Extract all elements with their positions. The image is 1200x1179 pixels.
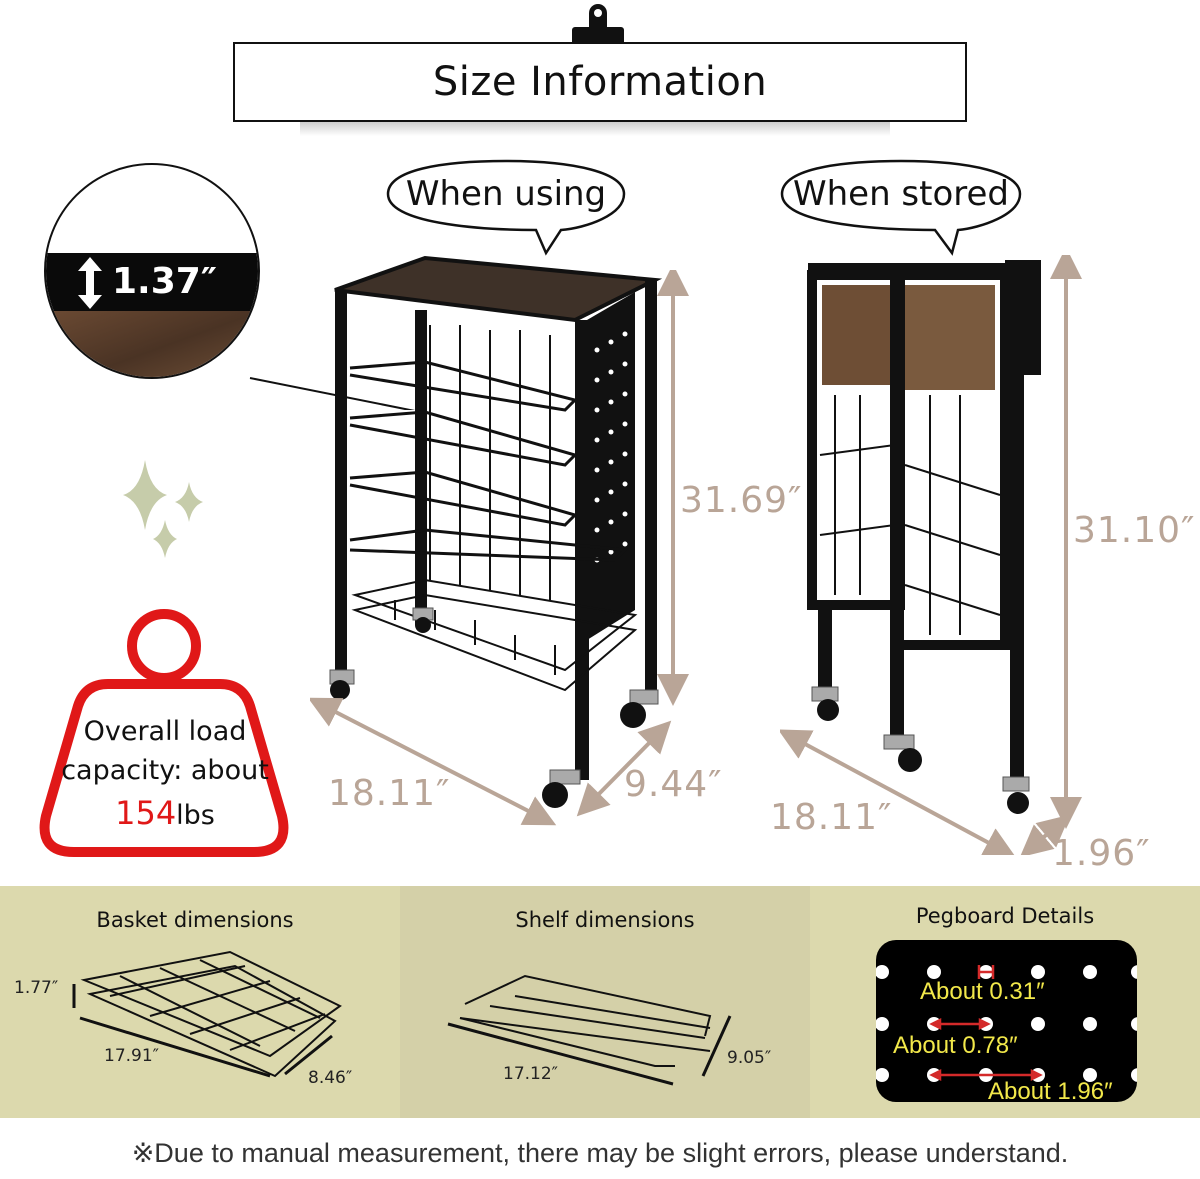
pegboard-hole-diameter-label: About 0.31″ (920, 978, 1045, 1005)
tabletop-thickness-label: 1.37″ (112, 261, 217, 302)
using-depth-label: 9.44″ (624, 764, 723, 805)
using-width-label: 18.11″ (328, 773, 451, 814)
shelf-width-label: 9.05″ (727, 1048, 772, 1068)
pegboard-double-spacing-label: About 1.96″ (988, 1078, 1113, 1102)
using-height-label: 31.69″ (680, 480, 803, 521)
basket-dimensions-panel: Basket dimensions 1.77″ 17.91″ 8.46″ (0, 886, 400, 1118)
basket-height-label: 1.77″ (14, 978, 59, 998)
pegboard-hole-spacing-label: About 0.78″ (893, 1032, 1018, 1059)
cart-using-illustration (329, 255, 663, 808)
page-title: Size Information (233, 42, 967, 122)
basket-panel-title: Basket dimensions (96, 908, 294, 932)
basket-diagram (72, 950, 342, 1078)
dimension-arrows-stored (780, 255, 1082, 855)
zoom-callout-circle: 1.37″ (44, 163, 260, 379)
shelf-panel-title: Shelf dimensions (515, 908, 695, 932)
binder-clip-icon (572, 4, 624, 46)
up-down-arrow-icon (78, 257, 102, 309)
page-title-text: Size Information (432, 59, 768, 105)
load-capacity-text: Overall load capacity: about 154lbs (61, 716, 269, 833)
stored-depth-label: 1.96″ (1052, 833, 1151, 874)
footer-note: ※Due to manual measurement, there may be… (131, 1138, 1069, 1168)
load-capacity-unit: lbs (176, 800, 215, 832)
pegboard-panel-title: Pegboard Details (915, 904, 1095, 928)
stored-width-label: 18.11″ (770, 797, 893, 838)
sparkle-icon (123, 460, 203, 558)
pegboard-image: About 0.31″ About 0.78″ About 1.96″ (876, 940, 1137, 1102)
when-stored-bubble: When stored (780, 158, 1022, 258)
stored-height-label: 31.10″ (1073, 510, 1196, 551)
when-using-bubble: When using (386, 158, 626, 258)
dimension-arrows-using (310, 270, 689, 826)
shelf-length-label: 17.12″ (503, 1064, 559, 1084)
basket-length-label: 17.91″ (104, 1046, 160, 1066)
cart-stored-illustration (807, 260, 1041, 814)
shelf-diagram (447, 974, 732, 1086)
shelf-dimensions-panel: Shelf dimensions 17.12″ 9.05″ (400, 886, 810, 1118)
weight-icon (39, 609, 289, 857)
basket-width-label: 8.46″ (308, 1068, 353, 1088)
load-capacity-value: 154 (115, 794, 177, 833)
title-shadow (300, 122, 890, 136)
